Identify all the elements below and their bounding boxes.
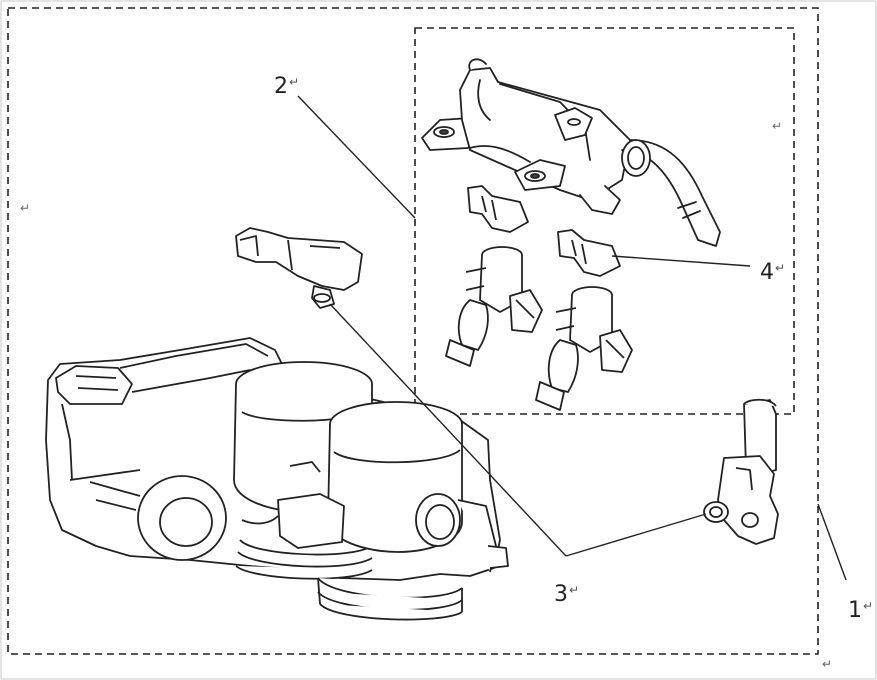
- paragraph-mark-bottom-right: ↵: [822, 657, 833, 671]
- return-mark: ↵: [289, 75, 300, 89]
- callout-number: 2: [274, 74, 288, 99]
- leader-line-3b: [565, 513, 707, 557]
- map-sensor: [235, 227, 363, 309]
- assembly-boundary-dashed: [7, 7, 819, 655]
- callout-number: 1: [848, 598, 862, 623]
- paragraph-mark-top-right: ↵: [772, 119, 783, 133]
- return-mark: ↵: [863, 599, 874, 613]
- leader-line-3a: [329, 303, 567, 557]
- return-mark: ↵: [569, 583, 580, 597]
- throttle-body: [45, 337, 509, 621]
- callout-number: 3: [554, 582, 568, 607]
- callout-2: 2↵: [274, 76, 299, 98]
- injector-connector-left: [467, 185, 529, 233]
- leader-lines: [297, 95, 847, 581]
- leader-line-1: [817, 503, 847, 581]
- callout-1: 1↵: [848, 600, 873, 622]
- throttle-position-sensor: [703, 398, 779, 545]
- callout-number: 4: [760, 260, 774, 285]
- callout-3: 3↵: [554, 584, 579, 606]
- return-mark: ↵: [775, 261, 786, 275]
- injector-connector-right: [557, 229, 621, 277]
- fuel-injector-right: [535, 286, 633, 411]
- leader-line-4: [611, 255, 751, 267]
- fuel-rail-group-boundary-dashed: [414, 27, 795, 415]
- leader-line-2: [297, 95, 416, 219]
- callout-4: 4↵: [760, 262, 785, 284]
- fuel-rail: [421, 58, 721, 247]
- paragraph-mark-left: ↵: [20, 201, 31, 215]
- fuel-injector-left: [445, 246, 543, 367]
